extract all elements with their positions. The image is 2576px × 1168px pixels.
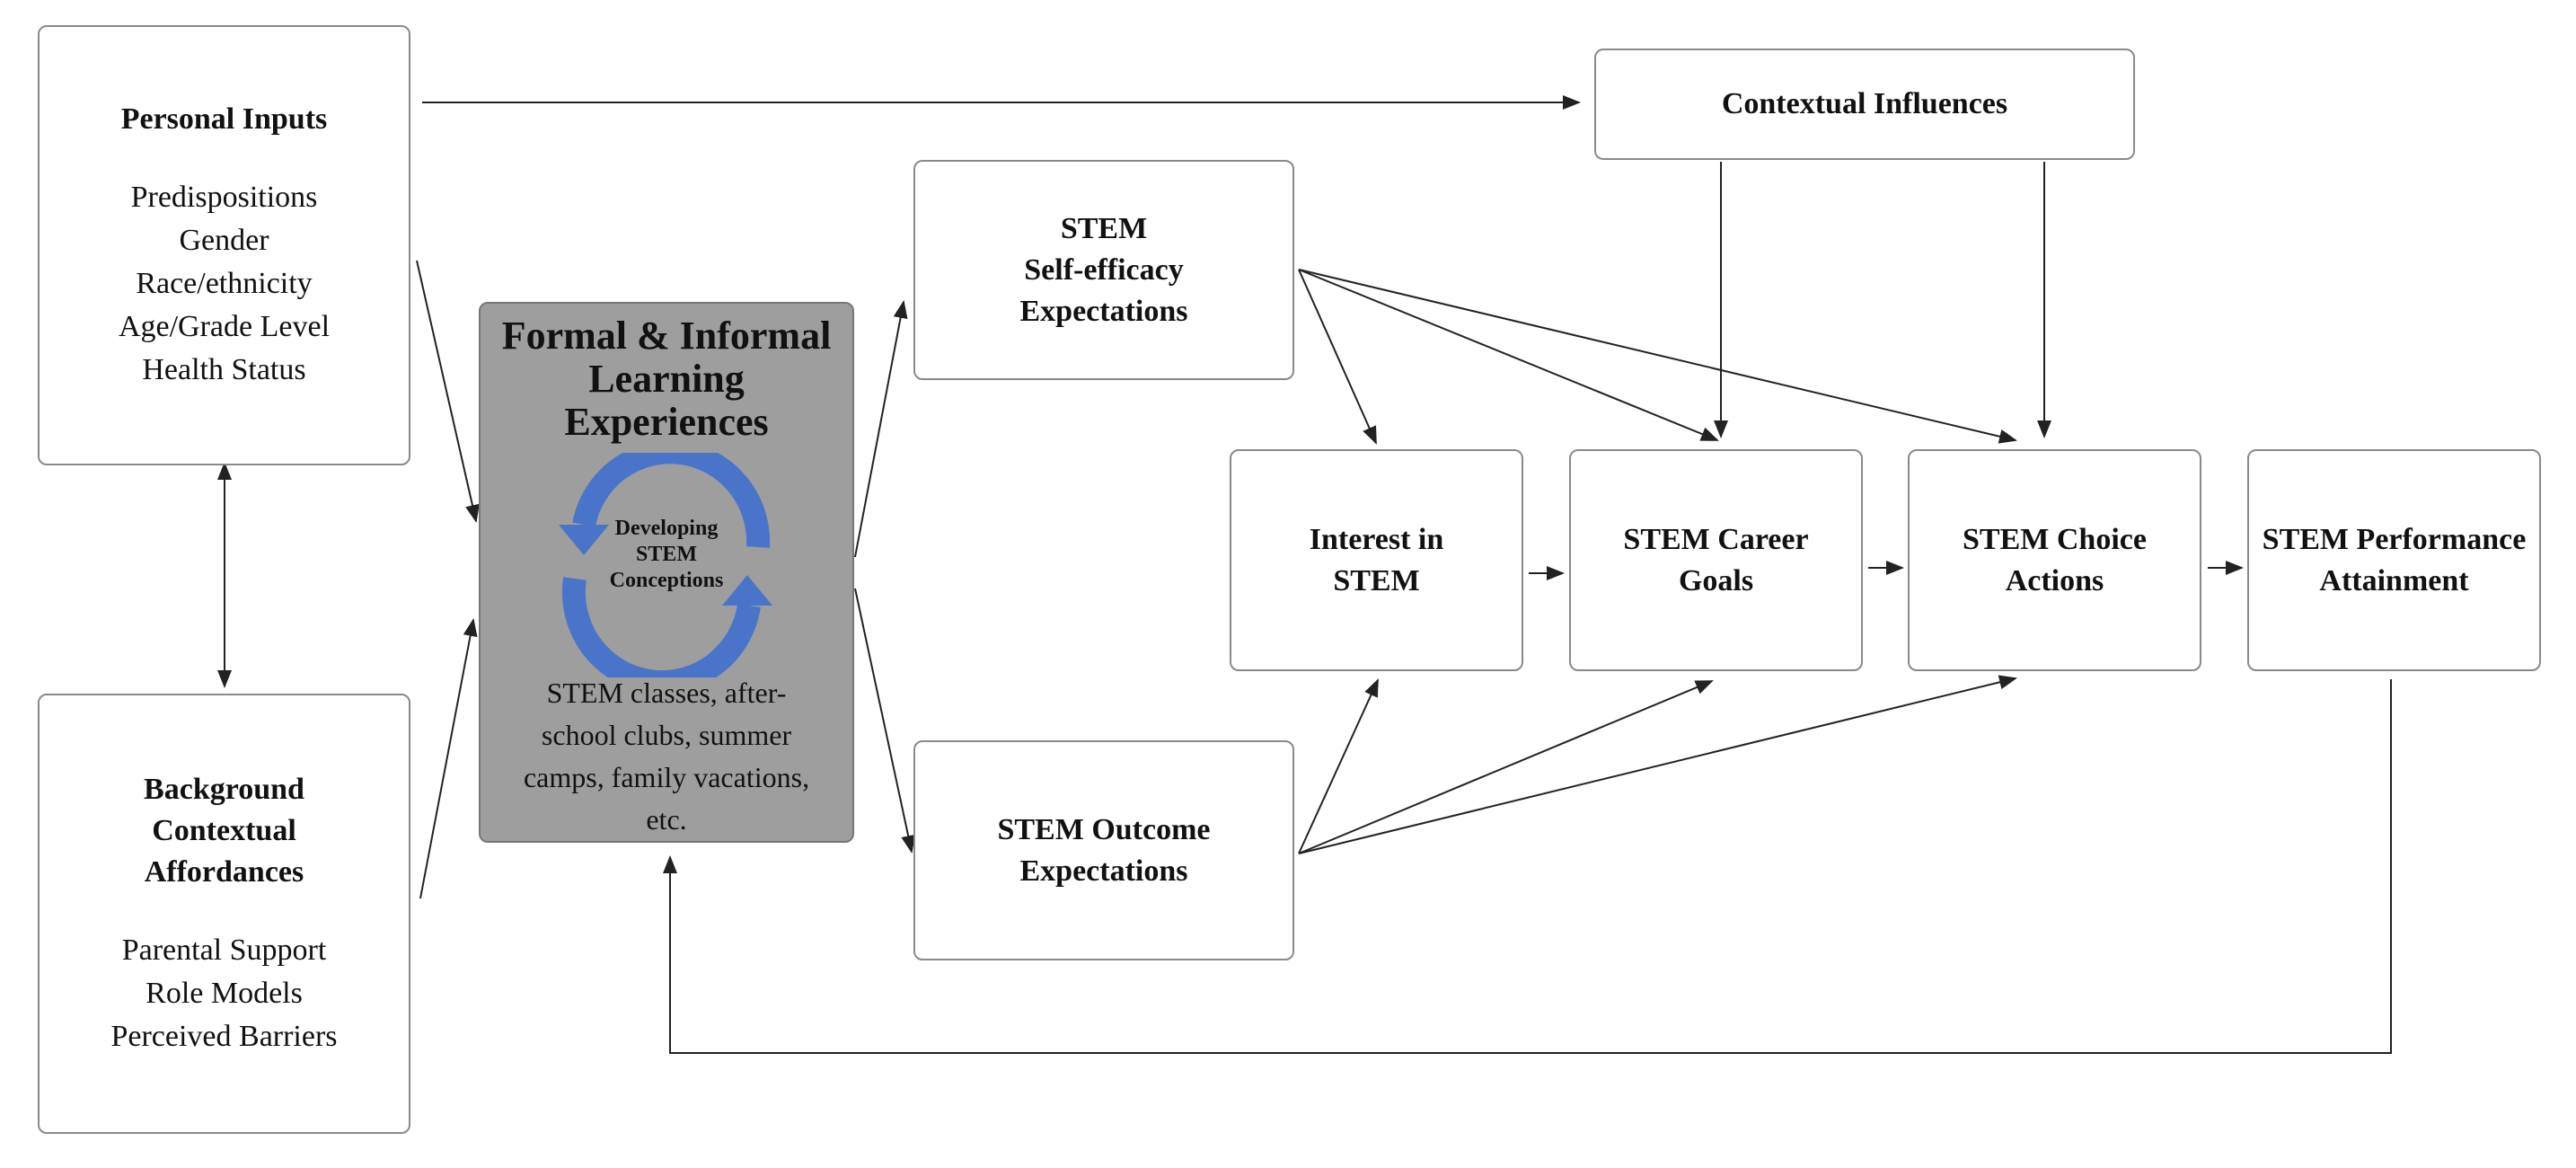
self-efficacy-line: STEM (1060, 211, 1148, 245)
learning-desc-line: STEM classes, after- (546, 677, 787, 709)
career-goals-line: Goals (1678, 563, 1754, 597)
arrow-outcome-to-goals (1298, 680, 1714, 854)
arrow-self-efficacy-to-goals (1298, 269, 1719, 441)
career-goals-box: STEM Career Goals (1569, 449, 1863, 671)
arrow-learning-to-self-efficacy (854, 300, 908, 558)
cycle-label: Developing STEM Conceptions (559, 516, 774, 594)
learning-title-line: Learning (588, 357, 745, 401)
cycle-graphic: Developing STEM Conceptions (559, 453, 774, 677)
contextual-influences-line: Contextual Influences (1721, 87, 2008, 120)
cycle-arrowhead-bottom (722, 575, 772, 606)
learning-desc-line: camps, family vacations, (523, 761, 810, 793)
career-goals-line: STEM Career (1623, 522, 1809, 556)
arrow-performance-feedback-to-learning (663, 679, 2392, 1054)
cycle-arrows-icon (559, 453, 772, 677)
cycle-label-line: Developing (614, 517, 719, 540)
interest-line: Interest in (1309, 522, 1444, 556)
choice-actions-line: STEM Choice (1963, 522, 2147, 556)
cycle-label-line: STEM (635, 543, 697, 566)
self-efficacy-line: Expectations (1019, 294, 1188, 328)
background-title-line: Background (144, 773, 304, 806)
choice-actions-box: STEM Choice Actions (1908, 449, 2201, 671)
background-item: Parental Support (121, 934, 327, 967)
interest-line: STEM (1333, 563, 1420, 597)
arrow-learning-to-outcome (854, 588, 916, 854)
self-efficacy-line: Self-efficacy (1024, 252, 1184, 287)
personal-inputs-title: Personal Inputs (120, 102, 328, 136)
personal-inputs-box: Personal Inputs Predispositions Gender R… (38, 25, 410, 465)
outcome-line: STEM Outcome (997, 812, 1211, 846)
learning-title-line: Formal & Informal (501, 314, 832, 358)
learning-description: STEM classes, after- school clubs, summe… (515, 672, 818, 841)
learning-title-line: Experiences (564, 400, 769, 444)
background-item: Role Models (146, 977, 303, 1010)
cycle-arrowhead-top (559, 525, 609, 555)
background-item: Perceived Barriers (110, 1020, 338, 1053)
personal-input-item: Health Status (142, 353, 306, 386)
learning-desc-line: school clubs, summer (541, 719, 792, 751)
background-affordances-box: Background Contextual Affordances Parent… (38, 694, 410, 1134)
self-efficacy-box: STEM Self-efficacy Expectations (913, 160, 1294, 380)
cycle-arrow-bottom (561, 577, 761, 677)
cycle-arrow-top (572, 453, 771, 548)
background-title-line: Contextual (152, 814, 296, 847)
arrow-self-efficacy-to-actions (1298, 269, 2017, 444)
arrow-outcome-to-interest (1298, 678, 1379, 854)
outcome-line: Expectations (1019, 854, 1188, 888)
performance-box: STEM Performance Attainment (2247, 449, 2541, 671)
personal-input-item: Age/Grade Level (118, 310, 331, 343)
interest-box: Interest in STEM (1230, 449, 1523, 671)
personal-input-item: Race/ethnicity (136, 267, 313, 300)
outcome-expectations-box: STEM Outcome Expectations (913, 740, 1294, 960)
arrow-outcome-to-actions (1298, 675, 2017, 854)
learning-experiences-box: Formal & Informal Learning Experiences D… (479, 302, 854, 843)
choice-actions-line: Actions (2005, 563, 2104, 597)
arrow-self-efficacy-to-interest (1298, 269, 1377, 445)
performance-line: STEM Performance (2262, 522, 2527, 556)
arrow-background-to-learning (419, 618, 478, 899)
personal-input-item: Predispositions (130, 181, 318, 214)
contextual-influences-box: Contextual Influences (1594, 49, 2135, 160)
performance-line: Attainment (2319, 563, 2469, 597)
arrow-personal-to-learning (416, 260, 480, 523)
background-title-line: Affordances (144, 855, 304, 889)
cycle-label-line: Conceptions (609, 569, 724, 592)
personal-input-item: Gender (179, 224, 269, 257)
learning-desc-line: etc. (646, 803, 687, 836)
